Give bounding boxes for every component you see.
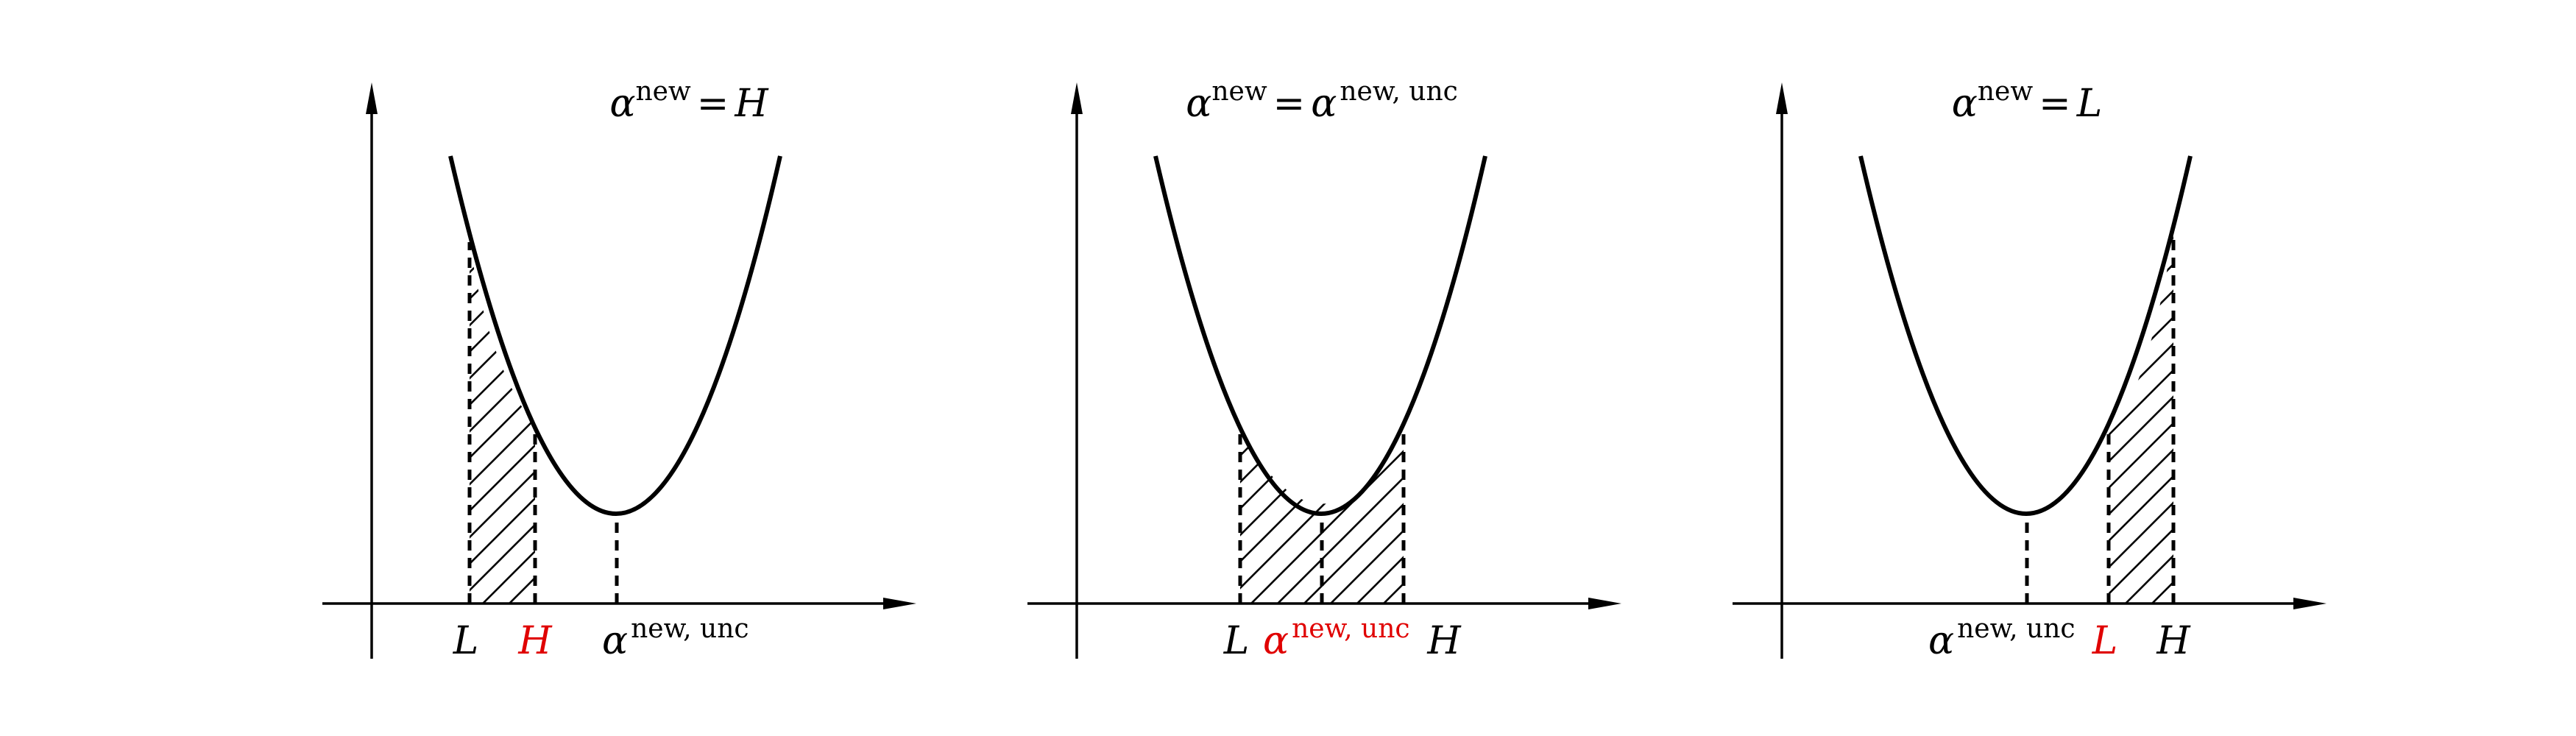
y-axis-arrow [1776,82,1788,114]
tick-label-3: H [1426,619,1462,663]
hatched-region [2109,233,2173,604]
tick-symbol: α [602,619,628,663]
title-equals: = [697,82,729,126]
tick-label-3: H [2156,619,2191,663]
parabola-curve [1153,155,1487,516]
tick-label-2: L [2092,619,2118,663]
tick-superscript: new, unc [631,614,749,644]
hatched-region [1240,429,1404,604]
tick-superscript: new, unc [1292,614,1409,644]
title-rhs: α [1311,82,1337,126]
y-axis-arrow [1071,82,1083,114]
title-rhs-superscript: new, unc [1340,77,1457,107]
title-rhs: L [2076,82,2103,126]
axes [322,82,916,659]
x-axis-arrow [1588,598,1621,609]
title-symbol: α [609,82,635,126]
tick-label-1: L [1223,619,1250,663]
panel-title: αnew=L [1952,77,2103,126]
axes [1733,82,2326,659]
x-axis-arrow [2293,598,2326,609]
title-symbol: α [1186,82,1211,126]
title-equals: = [1273,82,1306,126]
title-symbol: α [1952,82,1978,126]
title-superscript: new [635,77,690,107]
title-rhs: H [734,82,769,126]
tick-symbol: α [1263,619,1289,663]
x-axis-arrow [883,598,916,609]
tick-symbol: α [1928,619,1954,663]
y-axis-arrow [366,82,378,114]
title-equals: = [2039,82,2071,126]
title-superscript: new [1978,77,2033,107]
parabola-curve [1858,155,2193,516]
hatched-region [470,242,535,604]
tick-superscript: new, unc [1957,614,2075,644]
parabola-curve [448,155,782,516]
tick-label-2: H [517,619,553,663]
tick-label-1: L [453,619,479,663]
panel-title: αnew=H [609,77,769,126]
title-superscript: new [1211,77,1267,107]
